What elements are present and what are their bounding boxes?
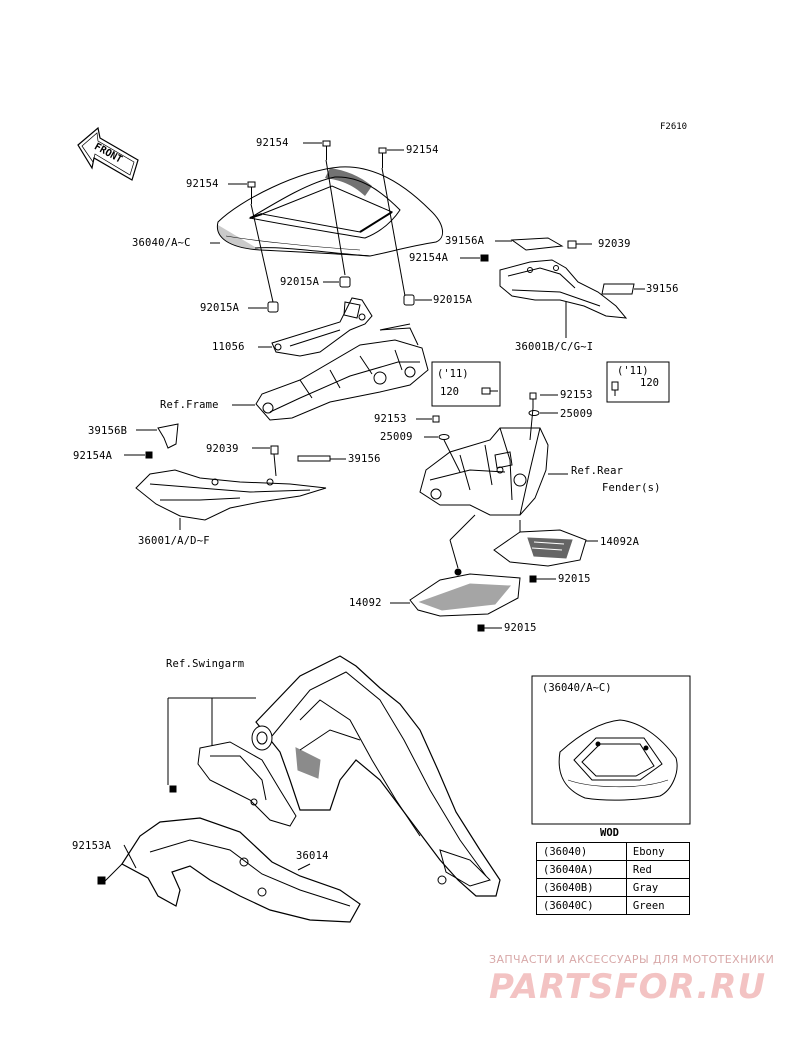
- wod-title: WOD: [600, 827, 619, 839]
- watermark-tagline: ЗАПЧАСТИ И АКСЕССУАРЫ ДЛЯ МОТОТЕХНИКИ: [489, 953, 775, 966]
- part-label: 92153A: [72, 840, 112, 852]
- table-row: (36040)Ebony: [536, 842, 691, 861]
- wod-color: Red: [625, 860, 691, 879]
- part-label: 36014: [296, 850, 329, 862]
- part-label: 92039: [206, 443, 239, 455]
- seat-cowl-inset-part: [558, 719, 678, 801]
- chain-guard-upper-part: [197, 741, 297, 827]
- front-arrow-icon: [77, 126, 139, 181]
- part-label: 92015: [558, 573, 591, 585]
- part-label: 92153: [374, 413, 407, 425]
- part-label: 120: [440, 386, 459, 398]
- wod-code: (36040C): [536, 896, 627, 915]
- part-label: 14092A: [600, 536, 640, 548]
- part-label: 92015A: [200, 302, 240, 314]
- wod-code: (36040): [536, 842, 627, 861]
- table-row: (36040C)Green: [536, 896, 691, 915]
- part-label: 39156: [646, 283, 679, 295]
- part-label: 92015: [504, 622, 537, 634]
- part-label: 92154A: [73, 450, 113, 462]
- part-label: Ref.Swingarm: [166, 658, 245, 670]
- seat-cowl-part: [216, 166, 443, 257]
- note-year: ('11): [437, 368, 469, 380]
- figure-id: F2610: [660, 122, 688, 132]
- right-side-cover-part: [499, 259, 628, 319]
- part-label: 36001B/C/G~I: [515, 341, 594, 353]
- table-row: (36040B)Gray: [536, 878, 691, 897]
- part-label: 92039: [598, 238, 631, 250]
- rear-frame-part: [255, 327, 429, 421]
- wod-color: Ebony: [625, 842, 691, 861]
- table-row: (36040A)Red: [536, 860, 691, 879]
- part-label: 36001/A/D~F: [138, 535, 210, 547]
- swingarm-part: [251, 655, 501, 897]
- reflector-part: [493, 529, 587, 567]
- part-label: 92015A: [433, 294, 473, 306]
- note-box: [431, 361, 501, 407]
- part-label: 39156: [348, 453, 381, 465]
- part-label: Fender(s): [602, 482, 661, 494]
- part-label: Ref.Frame: [160, 399, 219, 411]
- chain-guard-part: [121, 817, 361, 923]
- part-label: 92154: [406, 144, 439, 156]
- part-label: 25009: [380, 431, 413, 443]
- bolt-icon: [481, 381, 619, 396]
- part-label: 36040/A~C: [132, 237, 191, 249]
- part-label: 39156B: [88, 425, 128, 437]
- part-label: 92015A: [280, 276, 320, 288]
- part-label: 92153: [560, 389, 593, 401]
- part-label: 39156A: [445, 235, 485, 247]
- left-side-cover-part: [135, 469, 327, 521]
- part-label: Ref.Rear: [571, 465, 624, 477]
- reflector-part: [409, 568, 521, 617]
- wod-color: Gray: [625, 878, 691, 897]
- wod-color-table: (36040)Ebony (36040A)Red (36040B)Gray (3…: [536, 842, 691, 915]
- part-label: 92154A: [409, 252, 449, 264]
- part-label: 92154: [256, 137, 289, 149]
- wod-code: (36040A): [536, 860, 627, 879]
- part-label: 11056: [212, 341, 245, 353]
- inset-title: (36040/A~C): [542, 682, 612, 694]
- bolt-icon: [247, 140, 387, 204]
- bracket-part: [271, 297, 373, 357]
- note-year: ('11): [617, 365, 649, 377]
- wod-color: Green: [625, 896, 691, 915]
- spacer-icon: [267, 276, 415, 313]
- wod-code: (36040B): [536, 878, 627, 897]
- rear-fender-part: [419, 427, 549, 516]
- part-label: 25009: [560, 408, 593, 420]
- part-label: 120: [640, 377, 659, 389]
- part-label: 14092: [349, 597, 382, 609]
- part-label: 92154: [186, 178, 219, 190]
- watermark-logo: PARTSFOR.RU: [489, 967, 767, 1007]
